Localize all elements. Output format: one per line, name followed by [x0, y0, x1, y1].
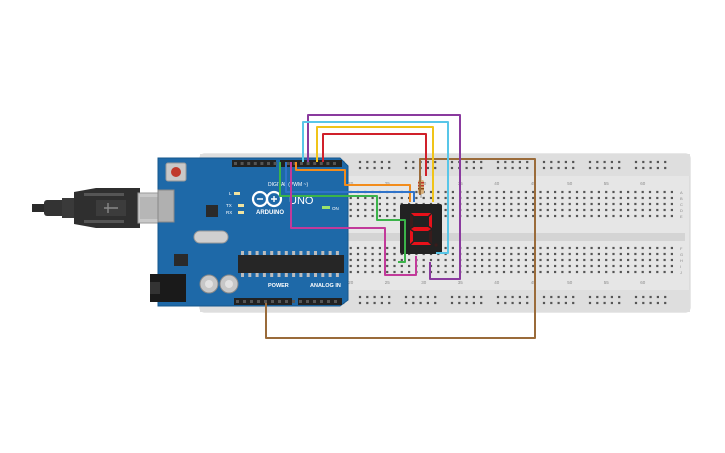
wire-orange[interactable] [295, 162, 411, 202]
segment-b [429, 214, 432, 228]
tx-led [238, 204, 244, 207]
breadboard-center-channel [205, 233, 685, 241]
atmega-chip [238, 255, 344, 273]
wire-yellow[interactable] [316, 126, 434, 202]
tx-led-label: TX [226, 203, 232, 208]
row-letter: F [680, 246, 683, 251]
arduino-uno-board[interactable]: L TX RX ON ARDUINO UNO DIGITAL (PWM ~) P… [150, 157, 349, 307]
segment-e [410, 230, 413, 244]
l-led [234, 192, 240, 195]
rx-led [238, 211, 244, 214]
digital-header-right [280, 160, 342, 167]
row-letter: C [680, 202, 683, 207]
segment-g [411, 227, 431, 231]
digital-label: DIGITAL (PWM ~) [268, 182, 308, 188]
wires [265, 114, 536, 339]
decimal-point [434, 243, 438, 247]
analog-label: ANALOG IN [310, 283, 341, 289]
row-letter: H [680, 258, 683, 263]
column-number: 45 [531, 280, 537, 285]
wire-magenta[interactable] [290, 162, 417, 276]
column-number: 30 [421, 280, 427, 285]
usb-cable-icon[interactable] [32, 188, 173, 228]
rx-led-label: RX [226, 210, 232, 215]
usb-chip [206, 205, 218, 217]
row-letter: J [680, 270, 682, 275]
wire-cyan[interactable] [302, 121, 449, 254]
column-number: 20 [348, 280, 354, 285]
model-label: UNO [289, 195, 314, 207]
row-letter: B [680, 196, 683, 201]
seven-segment-digit [410, 213, 438, 247]
usb-jack [157, 189, 175, 223]
wire-blue[interactable] [285, 162, 415, 202]
column-number: 60 [640, 181, 646, 186]
segment-c [429, 230, 432, 244]
wire-brown[interactable] [265, 158, 536, 339]
column-number: 40 [494, 181, 500, 186]
segment-a [411, 213, 431, 216]
column-number: 50 [567, 181, 573, 186]
crystal [193, 230, 229, 244]
column-number: 55 [604, 280, 610, 285]
row-letter: D [680, 208, 683, 213]
voltage-regulator [174, 254, 188, 266]
column-number: 25 [385, 280, 391, 285]
column-number: 25 [385, 181, 391, 186]
column-number: 50 [567, 280, 573, 285]
arduino-logo-icon [251, 190, 283, 208]
l-led-label: L [229, 191, 232, 196]
column-number: 35 [458, 280, 464, 285]
wire-green[interactable] [279, 162, 406, 263]
row-letter: A [680, 190, 683, 195]
column-number: 55 [604, 181, 610, 186]
column-number: 60 [640, 280, 646, 285]
reset-button-icon[interactable] [165, 162, 187, 182]
segment-d [411, 242, 431, 245]
row-letter: I [680, 264, 681, 269]
power-label: POWER [268, 283, 289, 289]
row-letter: E [680, 214, 683, 219]
column-number: 40 [494, 280, 500, 285]
wire-red[interactable] [322, 133, 427, 176]
segment-f [410, 214, 413, 228]
on-led [322, 206, 330, 209]
on-led-label: ON [332, 206, 339, 211]
power-header [234, 298, 292, 305]
row-letter: G [680, 252, 683, 257]
seven-segment-display-icon[interactable]: 2 [400, 204, 471, 261]
column-number: 45 [531, 181, 537, 186]
brand-label: ARDUINO [256, 210, 284, 216]
column-number: 20 [348, 181, 354, 186]
